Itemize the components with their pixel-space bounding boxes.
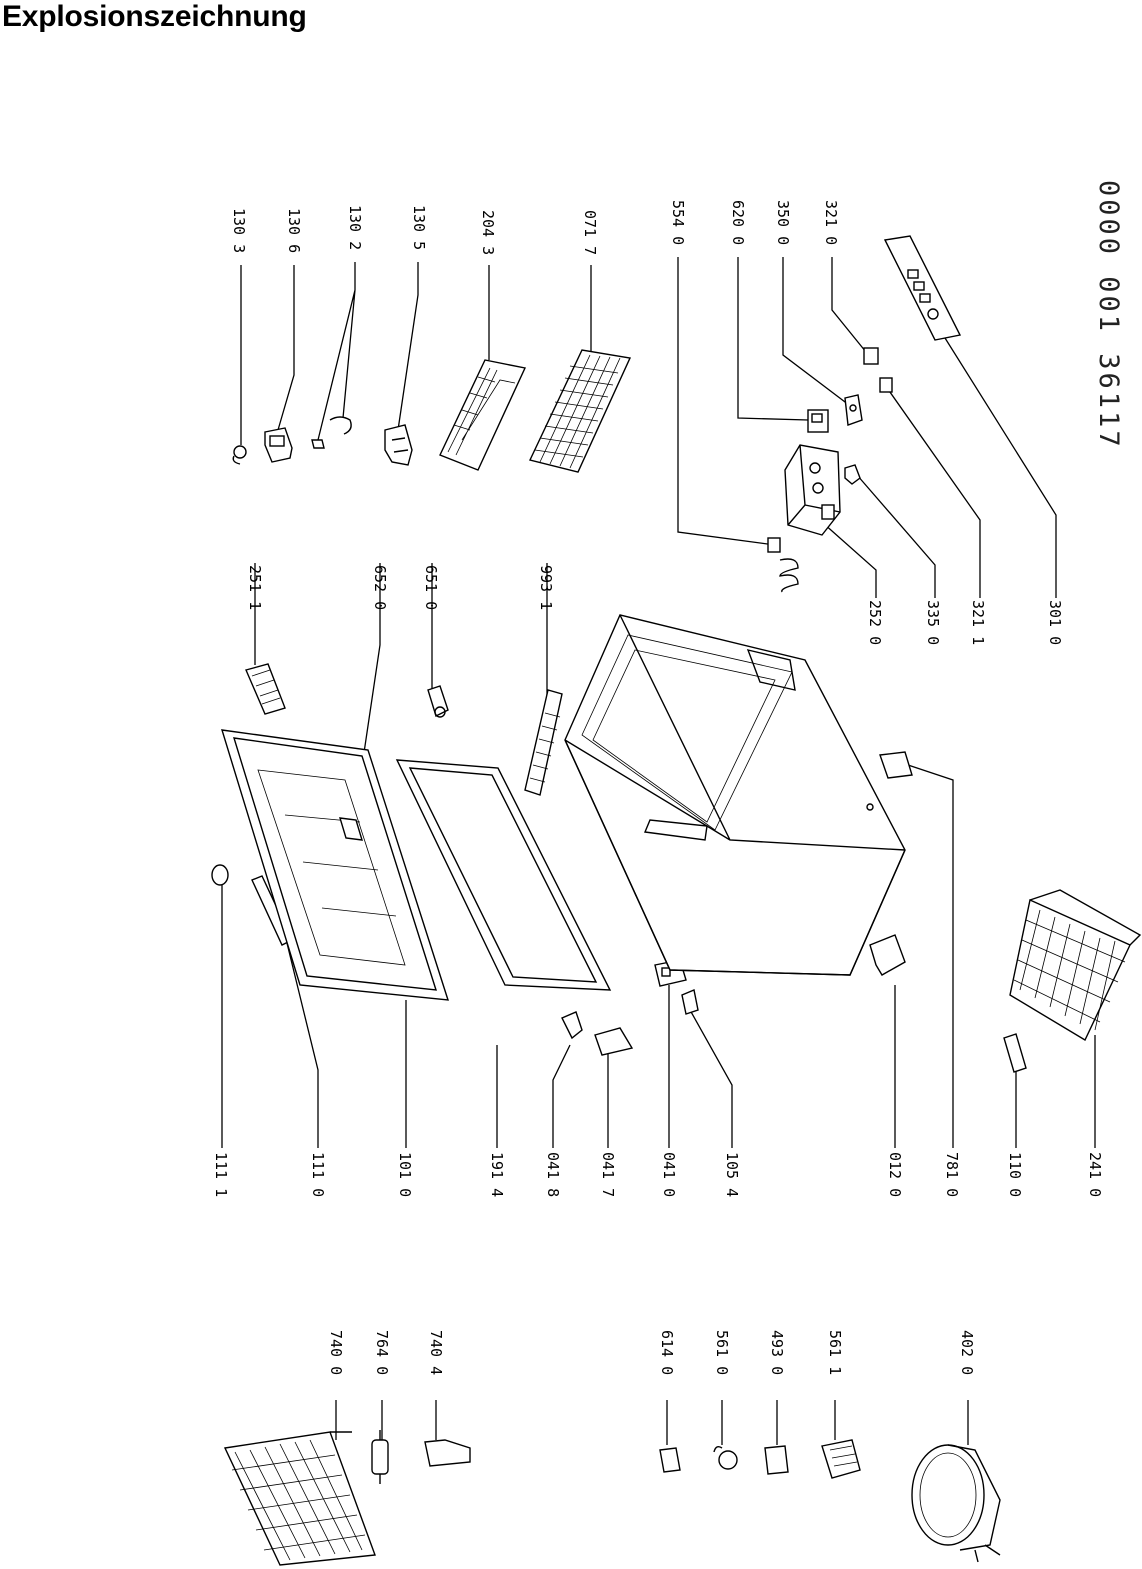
label-561-1: 561 1	[826, 1330, 844, 1375]
label-335-0: 335 0	[924, 600, 942, 645]
part-252-0	[784, 444, 841, 536]
label-130-2: 130 2	[346, 205, 364, 250]
part-614-0	[659, 1447, 681, 1473]
label-252-0: 252 0	[866, 600, 884, 645]
page-title: Explosionszeichnung	[2, 0, 307, 33]
part-561-0	[713, 1445, 738, 1470]
label-301-0: 301 0	[1046, 600, 1064, 645]
part-321-1	[879, 377, 893, 393]
part-350-0	[844, 394, 863, 426]
label-191-4: 191 4	[488, 1152, 506, 1197]
label-651-0: 651 0	[422, 565, 440, 610]
part-402-0	[911, 1444, 1001, 1563]
part-cabinet	[564, 614, 906, 976]
label-111-0: 111 0	[309, 1152, 327, 1197]
label-041-0: 041 0	[660, 1152, 678, 1197]
label-620-0: 620 0	[729, 200, 747, 245]
part-781-0	[879, 751, 913, 779]
label-561-0: 561 0	[713, 1330, 731, 1375]
part-251-1	[245, 663, 286, 715]
label-204-3: 204 3	[479, 210, 497, 255]
label-071-7: 071 7	[581, 210, 599, 255]
label-041-7: 041 7	[599, 1152, 617, 1197]
label-740-4: 740 4	[427, 1330, 445, 1375]
part-335-0	[844, 464, 861, 485]
part-111-1	[211, 864, 229, 886]
part-301-0	[883, 235, 962, 341]
part-740-0	[223, 1431, 376, 1566]
label-130-5: 130 5	[410, 205, 428, 250]
label-130-6: 130 6	[285, 208, 303, 253]
label-110-0: 110 0	[1006, 1152, 1024, 1197]
part-101-0	[221, 729, 449, 1001]
part-493-0	[764, 1445, 789, 1475]
label-241-0: 241 0	[1086, 1152, 1104, 1197]
part-554-0	[767, 537, 799, 593]
label-781-0: 781 0	[943, 1152, 961, 1197]
label-321-0: 321 0	[822, 200, 840, 245]
label-105-4: 105 4	[723, 1152, 741, 1197]
part-740-4	[424, 1439, 471, 1467]
part-012-0	[869, 934, 906, 976]
leader-lines	[221, 257, 1096, 1445]
part-764-0	[371, 1430, 389, 1484]
part-105-4	[681, 989, 699, 1015]
part-620-0	[807, 409, 829, 433]
label-041-8: 041 8	[544, 1152, 562, 1197]
label-993-1: 993 1	[537, 565, 555, 610]
callout-labels: 130 3 130 6 130 2 130 5 204 3 071 7 554 …	[212, 200, 1104, 1375]
part-130-3	[232, 445, 247, 465]
part-651-0	[427, 685, 449, 718]
label-130-3: 130 3	[230, 208, 248, 253]
part-191-4	[395, 759, 612, 991]
label-111-1: 111 1	[212, 1152, 230, 1197]
part-561-1	[821, 1439, 861, 1479]
part-041-8	[561, 1011, 583, 1040]
part-993-1	[524, 689, 563, 796]
part-071-7	[529, 349, 632, 473]
part-130-6	[264, 427, 293, 463]
label-554-0: 554 0	[669, 200, 687, 245]
part-041-7	[594, 1027, 634, 1056]
part-130-2	[311, 416, 352, 449]
part-241-0	[1009, 889, 1142, 1041]
label-012-0: 012 0	[886, 1152, 904, 1197]
label-764-0: 764 0	[373, 1330, 391, 1375]
part-130-5	[384, 424, 413, 466]
label-493-0: 493 0	[768, 1330, 786, 1375]
label-321-1: 321 1	[969, 600, 987, 645]
part-321-0	[863, 347, 879, 365]
label-614-0: 614 0	[658, 1330, 676, 1375]
label-101-0: 101 0	[396, 1152, 414, 1197]
label-740-0: 740 0	[327, 1330, 345, 1375]
part-204-3	[439, 359, 527, 471]
label-350-0: 350 0	[774, 200, 792, 245]
part-110-0	[1003, 1033, 1027, 1073]
label-402-0: 402 0	[958, 1330, 976, 1375]
